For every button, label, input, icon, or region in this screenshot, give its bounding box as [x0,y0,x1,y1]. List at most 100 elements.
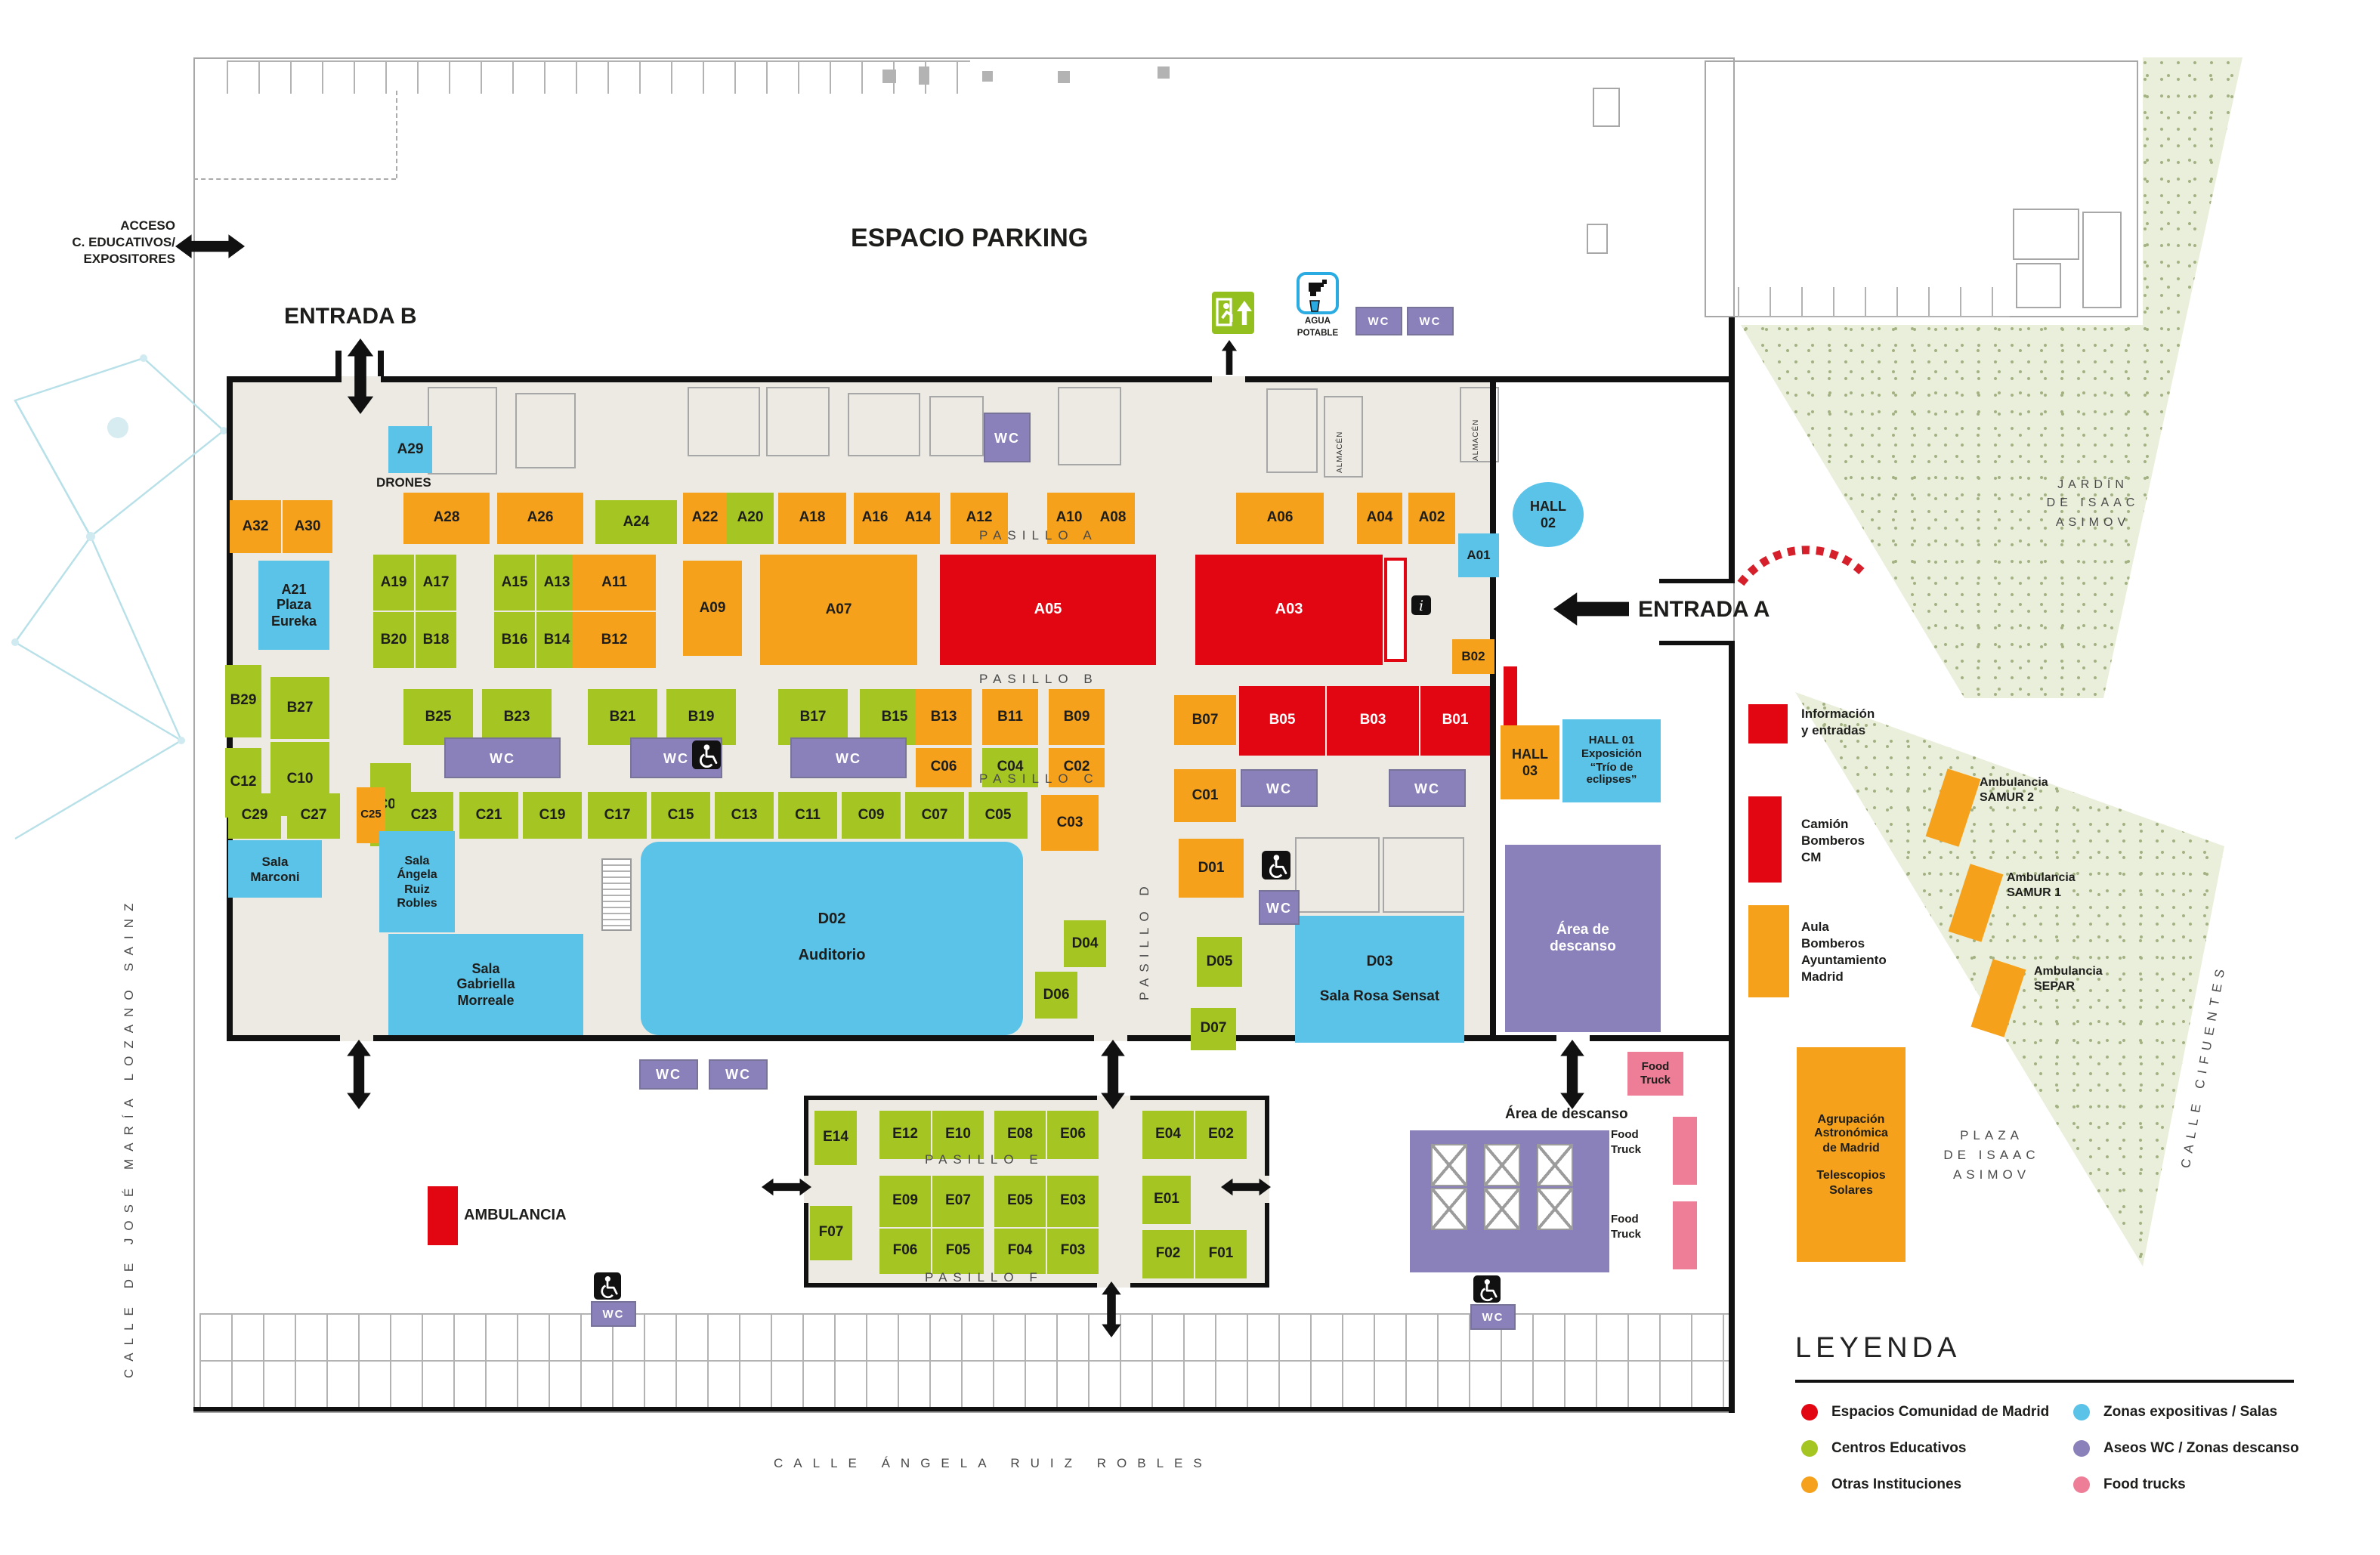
stand-b21[interactable]: B21 [588,689,657,745]
stand-a09[interactable]: A09 [683,561,742,656]
stand-a06[interactable]: A06 [1236,493,1324,544]
wc-block[interactable]: WC [1355,307,1402,335]
stand-b03[interactable]: B03 [1327,686,1419,756]
wc-block[interactable]: WC [709,1059,768,1090]
stand-a20[interactable]: A20 [727,493,774,544]
stand-f04[interactable]: F04 [994,1229,1046,1274]
wc-block[interactable]: WC [1470,1304,1516,1330]
stand-a29[interactable]: A29 [388,426,432,473]
stand-a04[interactable]: A04 [1357,493,1402,544]
stand-b17[interactable]: B17 [778,689,848,745]
stand-e06[interactable]: E06 [1047,1111,1099,1159]
ambulancia-marker[interactable] [428,1186,458,1245]
stand-c06[interactable]: C06 [916,748,972,787]
stand-a11[interactable]: A11 [573,555,656,611]
stand-e01[interactable]: E01 [1142,1176,1191,1224]
stand-c02[interactable]: C02 [1049,748,1105,787]
stand-b07[interactable]: B07 [1174,695,1236,745]
stand-d07[interactable]: D07 [1191,1008,1236,1050]
wc-block[interactable]: WC [591,1301,636,1327]
stand-b29[interactable]: B29 [225,665,261,737]
stand-a14[interactable]: A14 [896,493,940,544]
stand-f05[interactable]: F05 [932,1229,984,1274]
stand-c27[interactable]: C27 [287,793,340,839]
stand-e10[interactable]: E10 [932,1111,984,1159]
stand-a26[interactable]: A26 [497,493,583,544]
stand-f02[interactable]: F02 [1142,1230,1194,1278]
stand-b16[interactable]: B16 [494,612,535,668]
stand-b11[interactable]: B11 [982,689,1038,745]
stand-d01[interactable]: D01 [1179,839,1244,898]
stand-b23[interactable]: B23 [482,689,552,745]
food-truck-3[interactable] [1673,1201,1697,1269]
stand-e12[interactable]: E12 [879,1111,931,1159]
stand-e07[interactable]: E07 [932,1176,984,1227]
stand-f01[interactable]: F01 [1195,1230,1247,1278]
stand-c29[interactable]: C29 [228,793,281,839]
stand-c19[interactable]: C19 [523,792,582,839]
wc-block[interactable]: WC [1407,307,1454,335]
stand-f03[interactable]: F03 [1047,1229,1099,1274]
wc-block[interactable]: WC [984,413,1031,462]
stand-e09[interactable]: E09 [879,1176,931,1227]
food-truck-2[interactable] [1673,1117,1697,1185]
stand-a07[interactable]: A07 [760,555,917,665]
stand-c15[interactable]: C15 [651,792,710,839]
stand-b25[interactable]: B25 [403,689,473,745]
stand-e14[interactable]: E14 [814,1111,857,1165]
wc-block[interactable]: WC [1389,769,1466,807]
stand-d04[interactable]: D04 [1064,920,1106,967]
stand-c07[interactable]: C07 [905,792,964,839]
stand-a01[interactable]: A01 [1458,533,1499,577]
stand-c03[interactable]: C03 [1041,795,1099,851]
stand-a30[interactable]: A30 [283,500,332,553]
stand-d05[interactable]: D05 [1197,937,1242,987]
stand-a15[interactable]: A15 [494,555,535,611]
stand-a17[interactable]: A17 [416,555,456,611]
wc-block[interactable]: WC [1259,890,1300,925]
stand-a13[interactable]: A13 [536,555,577,611]
stand-e04[interactable]: E04 [1142,1111,1194,1159]
stand-c05[interactable]: C05 [969,792,1028,839]
stand-b12[interactable]: B12 [573,612,656,668]
stand-e08[interactable]: E08 [994,1111,1046,1159]
stand-c13[interactable]: C13 [715,792,774,839]
stand-a03[interactable]: A03 [1195,555,1383,665]
wc-block[interactable]: WC [790,737,907,778]
stand-c09[interactable]: C09 [842,792,901,839]
wc-block[interactable]: WC [639,1059,698,1090]
stand-a18[interactable]: A18 [778,493,846,544]
stand-a10[interactable]: A10 [1047,493,1091,544]
stand-e05[interactable]: E05 [994,1176,1046,1227]
stand-f06[interactable]: F06 [879,1229,931,1274]
wc-block[interactable]: WC [444,737,561,778]
stand-c01[interactable]: C01 [1174,769,1236,822]
stand-a24[interactable]: A24 [595,500,677,544]
stand-b27[interactable]: B27 [270,677,329,739]
stand-b13[interactable]: B13 [916,689,972,745]
stand-c21[interactable]: C21 [459,792,518,839]
stand-c17[interactable]: C17 [588,792,647,839]
stand-c11[interactable]: C11 [778,792,837,839]
stand-a02[interactable]: A02 [1408,493,1455,544]
stand-e03[interactable]: E03 [1047,1176,1099,1227]
stand-b02[interactable]: B02 [1452,639,1494,674]
stand-b01[interactable]: B01 [1420,686,1490,756]
stand-b20[interactable]: B20 [373,612,414,668]
stand-b19[interactable]: B19 [666,689,736,745]
stand-e02[interactable]: E02 [1195,1111,1247,1159]
stand-b05[interactable]: B05 [1239,686,1325,756]
stand-a32[interactable]: A32 [230,500,281,553]
stand-b18[interactable]: B18 [416,612,456,668]
